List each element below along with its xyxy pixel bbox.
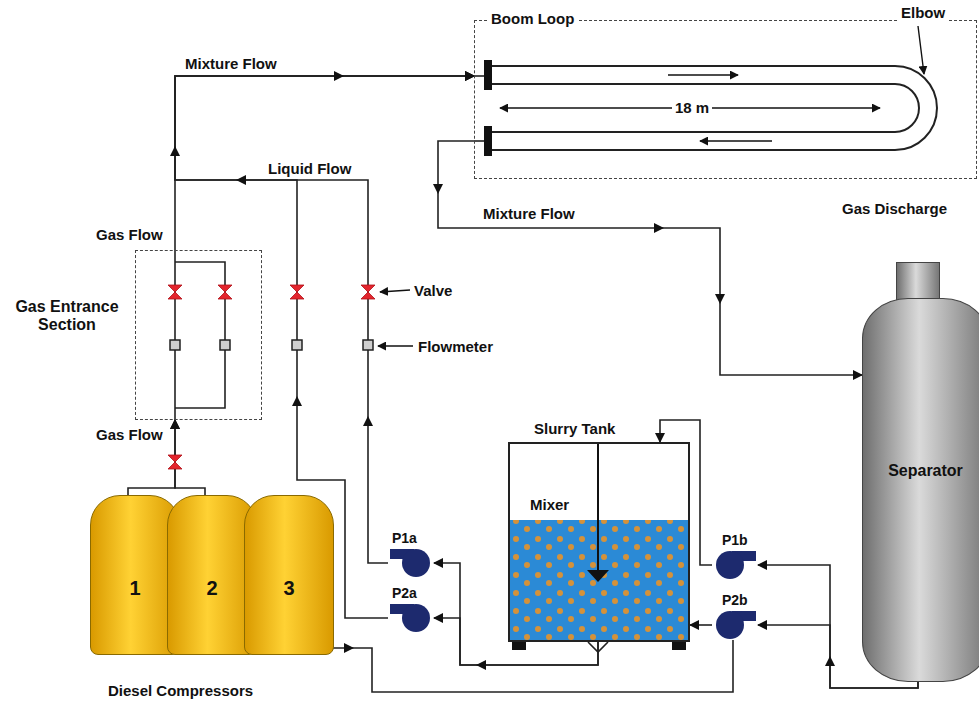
loop-section: Boom Loop — [474, 4, 977, 179]
node-outline — [508, 442, 690, 642]
pump-symbol — [712, 610, 758, 640]
pipe-connector — [438, 141, 862, 375]
node-outline — [388, 548, 434, 578]
pump-symbol — [388, 548, 434, 578]
tank-leg — [672, 642, 686, 650]
flow-label: Gas Discharge — [842, 200, 947, 217]
return-pipe — [320, 640, 733, 692]
gas-entrance-section: Gas Entrance Section — [8, 250, 264, 420]
pipe-stub — [474, 76, 484, 141]
slurry-tank: Slurry TankMixer — [508, 416, 690, 642]
flow-label: Gas Flow — [96, 426, 163, 443]
separator-vessel: Separator — [862, 262, 979, 682]
flange — [484, 126, 492, 156]
node-label: P1a — [392, 530, 417, 546]
pipe-connector — [690, 624, 712, 626]
part-label: Elbow — [898, 4, 948, 21]
node-outline — [712, 610, 758, 640]
pump-symbol — [388, 603, 434, 633]
flange — [484, 60, 492, 90]
leader-line — [918, 26, 924, 74]
pump: P1a — [388, 530, 434, 578]
node-label: Slurry Tank — [534, 420, 615, 437]
node-outline — [862, 298, 979, 682]
leader-line — [378, 345, 413, 346]
pump: P2b — [712, 592, 758, 640]
flowmeter-symbol — [170, 340, 373, 350]
node-sublabel: Mixer — [530, 496, 569, 513]
node-label: P1b — [722, 532, 748, 548]
valve-symbol — [168, 285, 375, 469]
pump-symbol — [712, 550, 758, 580]
tank-outlet — [588, 642, 608, 652]
pipe-connector — [175, 76, 474, 563]
pump: P2a — [388, 585, 434, 633]
node-label: Boom Loop — [488, 10, 577, 27]
node-label: P2a — [392, 585, 417, 601]
compressor-tank: 3 — [244, 495, 334, 655]
node-outline — [712, 550, 758, 580]
node-outline — [388, 603, 434, 633]
node-label: Separator — [862, 462, 979, 480]
flow-arrow — [700, 140, 772, 142]
flow-label: Gas Flow — [96, 226, 163, 243]
node-label: 3 — [244, 577, 334, 600]
pipe-connector — [175, 76, 474, 250]
group-label: Diesel Compressors — [108, 682, 253, 699]
leader-line — [380, 290, 410, 292]
flow-label: Mixture Flow — [185, 55, 277, 72]
flow-label: Mixture Flow — [483, 205, 575, 222]
node-outline — [244, 495, 334, 655]
node-outline — [135, 250, 262, 420]
callout-label: Valve — [414, 282, 452, 299]
flow-arrow — [668, 74, 738, 76]
dimension-label: 18 m — [672, 99, 712, 116]
flow-label: Liquid Flow — [268, 160, 351, 177]
tank-leg — [512, 642, 526, 650]
node-outline — [474, 20, 977, 179]
flow-arrowhead — [170, 71, 835, 670]
slurry-fill — [510, 444, 688, 640]
callout-label: Flowmeter — [418, 338, 493, 355]
gas-manifold — [175, 250, 225, 420]
pump: P1b — [712, 532, 758, 580]
vessel-nozzle — [896, 262, 940, 302]
u-pipe — [492, 66, 937, 150]
node-label: Gas Entrance Section — [8, 298, 126, 335]
node-label: P2b — [722, 592, 748, 608]
